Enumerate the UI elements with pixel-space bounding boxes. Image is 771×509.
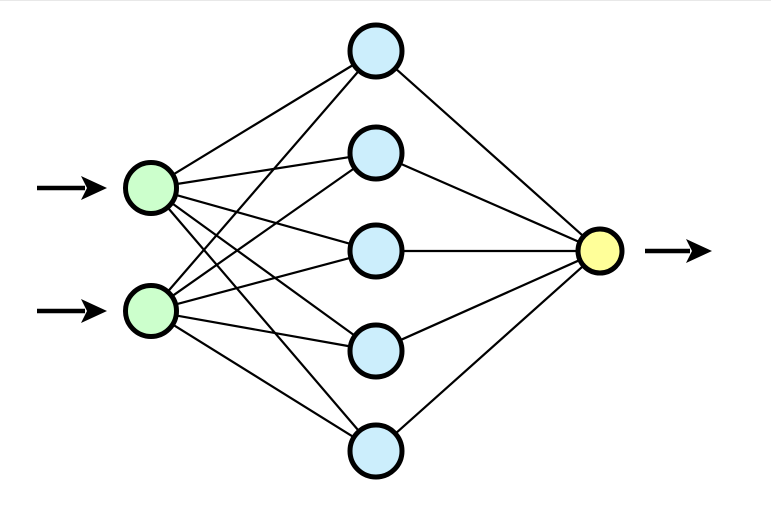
edge-i1-h4 (169, 201, 357, 338)
edge-i2-h4 (174, 314, 353, 348)
edge-i1-h3 (173, 193, 354, 246)
edge-i1-h2 (174, 155, 353, 186)
input-arrow-2-head (81, 299, 107, 323)
edge-i2-h3 (173, 256, 353, 306)
edge-i1-h5 (165, 205, 361, 434)
edge-h5-o1 (393, 263, 586, 436)
edge-i1-h1 (170, 62, 356, 177)
hidden-node-1[interactable] (347, 22, 405, 80)
input-node-1[interactable] (123, 160, 179, 216)
io-arrows-group (37, 176, 712, 323)
edge-h2-o1 (397, 161, 582, 244)
input-arrow-1-head (81, 176, 107, 200)
edges-group (165, 62, 586, 439)
hidden-node-2[interactable] (347, 124, 405, 182)
output-arrow-1-head (686, 239, 712, 263)
edge-h1-o1 (393, 66, 586, 239)
nodes-group (123, 22, 625, 480)
hidden-node-5[interactable] (347, 422, 405, 480)
edge-i2-h2 (169, 166, 357, 299)
hidden-node-3[interactable] (347, 222, 405, 280)
edge-i2-h5 (170, 322, 356, 439)
edge-i2-h1 (165, 68, 361, 294)
output-node-1[interactable] (575, 226, 625, 276)
hidden-node-4[interactable] (347, 322, 405, 380)
input-node-2[interactable] (123, 283, 179, 339)
edge-h4-o1 (397, 258, 582, 342)
